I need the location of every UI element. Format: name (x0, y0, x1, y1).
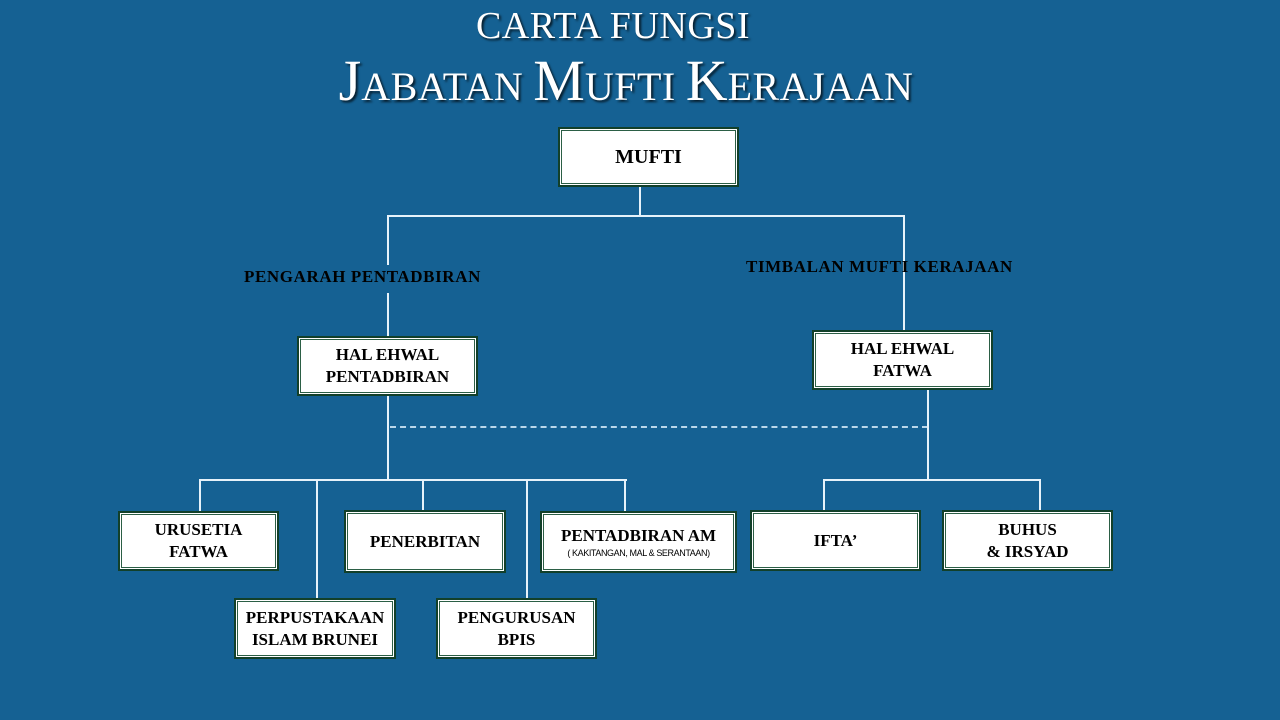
title-word-mufti: MUFTI (533, 48, 676, 113)
role-label-timbalan-mufti: TIMBALAN MUFTI KERAJAAN (746, 257, 1013, 276)
connector-right-units-horizontal (823, 479, 1041, 481)
org-box-hal-ehwal-pentadbiran[interactable]: HAL EHWAL PENTADBIRAN (297, 336, 478, 396)
connector-to-perpustakaan (316, 479, 318, 599)
org-box-mufti[interactable]: MUFTI (558, 127, 739, 187)
org-box-urusetia-fatwa[interactable]: URUSETIA FATWA (118, 511, 279, 571)
connector-to-pentadbiran-am (624, 479, 626, 512)
connector-left-units-horizontal (199, 479, 627, 481)
connector-to-penerbitan (422, 479, 424, 511)
connector-to-pengurusan (526, 479, 528, 599)
connector-pentadbiran-down (387, 396, 389, 481)
connector-mufti-down (639, 185, 641, 217)
pentadbiran-am-subtitle: ( KAKITANGAN, MAL & SERANTAAN) (567, 548, 710, 558)
connector-right-branch (903, 215, 905, 331)
connector-top-horizontal (387, 215, 905, 217)
connector-left-branch (387, 215, 389, 265)
connector-left-branch-lower (387, 293, 389, 337)
title-word-jabatan: JABATAN (338, 48, 524, 113)
org-box-pengurusan-bpis[interactable]: PENGURUSAN BPIS (436, 598, 597, 659)
org-box-pentadbiran-am[interactable]: PENTADBIRAN AM ( KAKITANGAN, MAL & SERAN… (540, 511, 737, 573)
connector-to-ifta (823, 479, 825, 511)
org-box-penerbitan[interactable]: PENERBITAN (344, 510, 506, 573)
connector-to-buhus (1039, 479, 1041, 511)
org-box-ifta[interactable]: IFTA’ (750, 510, 921, 571)
title-word-kerajaan: KERAJAAN (685, 48, 914, 113)
connector-to-urusetia (199, 479, 201, 512)
connector-fatwa-down (927, 390, 929, 481)
role-label-pengarah-pentadbiran: PENGARAH PENTADBIRAN (244, 267, 481, 286)
org-box-buhus-irsyad[interactable]: BUHUS & IRSYAD (942, 510, 1113, 571)
dashed-coordination-link (390, 426, 928, 428)
chart-title-line2: JABATAN MUFTI KERAJAAN (0, 46, 1252, 131)
org-box-perpustakaan-islam-brunei[interactable]: PERPUSTAKAAN ISLAM BRUNEI (234, 598, 396, 659)
chart-title-line1: CARTA FUNGSI (475, 5, 751, 47)
org-box-hal-ehwal-fatwa[interactable]: HAL EHWAL FATWA (812, 330, 993, 390)
